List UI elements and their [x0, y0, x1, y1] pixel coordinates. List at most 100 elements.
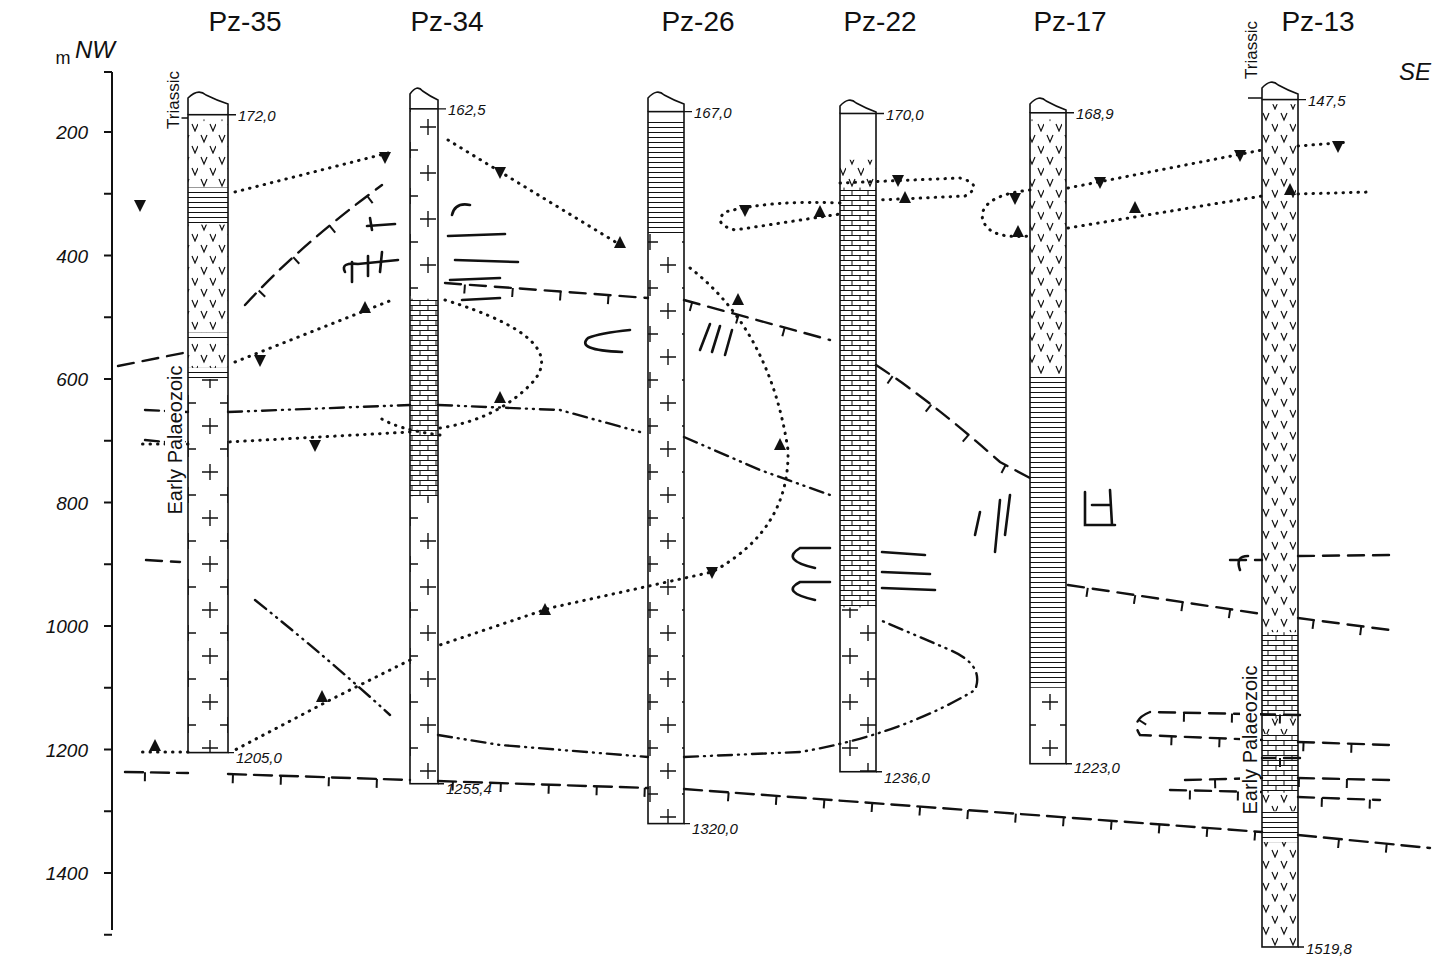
axis-unit: m — [56, 49, 71, 67]
fault-tick — [1014, 814, 1017, 823]
axis-tick — [104, 872, 112, 874]
fault-tick — [963, 435, 969, 442]
lithology-fill — [840, 160, 876, 188]
fault-tick — [1302, 742, 1304, 751]
fault-tick — [690, 302, 692, 311]
thrust-triangle — [494, 167, 506, 179]
fault-dashed — [1068, 585, 1390, 630]
fault-tick — [1279, 758, 1281, 767]
stratigraphy-label: Early Palaeozoic — [165, 366, 185, 515]
borehole-column — [648, 92, 692, 823]
fold-symbol — [995, 500, 1000, 552]
fault-tick — [1158, 824, 1161, 833]
fold-symbol — [462, 298, 500, 300]
axis-tick — [104, 131, 112, 133]
fault-tick — [1229, 609, 1230, 618]
fault-tick — [1237, 791, 1239, 800]
thrust-dotted — [982, 190, 1030, 237]
axis-value: 1400 — [46, 864, 88, 883]
fold-symbol — [725, 330, 732, 355]
fault-dashed — [1230, 555, 1390, 560]
fold-symbol — [585, 330, 630, 352]
fault-tick — [500, 783, 502, 792]
fault-dashed — [876, 365, 1030, 478]
axis-tick — [104, 255, 112, 257]
thrust-triangle — [774, 438, 786, 450]
thrust-triangle — [134, 200, 146, 212]
fold-symbol — [450, 278, 500, 280]
fault-tick — [1086, 588, 1087, 597]
fault-tick — [596, 786, 598, 795]
thrust-triangle — [1332, 141, 1344, 153]
lithology-fill — [1262, 632, 1298, 718]
fold-symbol — [1005, 495, 1010, 535]
fault-tick — [367, 196, 372, 203]
fold-symbol — [882, 552, 925, 555]
fault-tick — [463, 284, 466, 293]
thrust-dotted — [380, 418, 440, 435]
fault-tick — [1279, 715, 1281, 724]
fault-tick — [259, 290, 265, 296]
lithology-fill — [188, 379, 228, 753]
axis-value: 600 — [56, 370, 88, 389]
axis-tick — [104, 810, 112, 812]
stratigraphy-label: Triassic — [165, 71, 182, 129]
fault-tick — [1218, 738, 1220, 747]
depth-value: 1255,4 — [446, 781, 492, 796]
depth-value: 172,0 — [238, 108, 276, 123]
lithology-fill — [1030, 374, 1066, 688]
thrust-triangle — [614, 236, 626, 248]
depth-value: 147,5 — [1308, 93, 1346, 108]
borehole-outline — [188, 115, 228, 753]
fault-tick — [144, 772, 146, 781]
thrust-triangle — [379, 152, 391, 164]
thrust-triangle — [254, 355, 266, 367]
thrust-triangle — [309, 440, 321, 452]
depth-value: 168,9 — [1076, 106, 1114, 121]
lithology-fill — [840, 188, 876, 608]
fault-tick — [1254, 831, 1257, 840]
thrust-triangle — [739, 205, 751, 217]
thrust-dotted — [235, 300, 392, 362]
depth-value: 1320,0 — [692, 821, 738, 836]
lithology-fill — [1262, 734, 1298, 793]
lithology-fill — [188, 188, 228, 225]
axis-tick — [104, 687, 112, 689]
axis-tick — [104, 749, 112, 751]
fold-symbol — [455, 260, 518, 262]
thrust-triangle — [359, 301, 371, 313]
fault-tick — [559, 292, 562, 301]
depth-tick — [1298, 100, 1306, 947]
fault-tick — [1385, 844, 1388, 853]
axis-tick — [104, 193, 112, 195]
fault-dashed — [118, 352, 188, 366]
axis-value: 1000 — [46, 617, 88, 636]
borehole-column — [1030, 98, 1074, 764]
lithology-fill — [410, 109, 438, 299]
fold-symbol — [380, 252, 382, 272]
axis-tick — [104, 934, 112, 936]
fault-tick — [1337, 839, 1340, 848]
lithology-fill — [1030, 120, 1066, 374]
borehole-column — [840, 100, 884, 772]
lithology-fill — [1262, 104, 1298, 632]
lithology-fill — [410, 496, 438, 783]
fault-tick — [1139, 720, 1147, 725]
fault-tick — [1062, 817, 1065, 826]
fault-tick — [1214, 779, 1216, 788]
axis-value: 800 — [56, 493, 88, 512]
lithology-fill — [188, 333, 228, 342]
thrust-triangle — [814, 205, 826, 217]
fault-dashed — [146, 560, 180, 562]
borehole-outline — [840, 113, 876, 771]
thrust-dotted — [1068, 142, 1350, 188]
fault-tick — [1321, 798, 1323, 807]
lithology-fill — [1262, 842, 1298, 947]
fault-tick — [607, 295, 610, 304]
axis-value: 1200 — [46, 740, 88, 759]
thrust-triangle — [1094, 177, 1106, 189]
fault-tick — [1001, 465, 1005, 473]
borehole-name: Pz-13 — [1281, 8, 1354, 36]
fault-dashed — [145, 405, 830, 495]
stratigraphy-label: Early Palaeozoic — [1240, 666, 1260, 815]
